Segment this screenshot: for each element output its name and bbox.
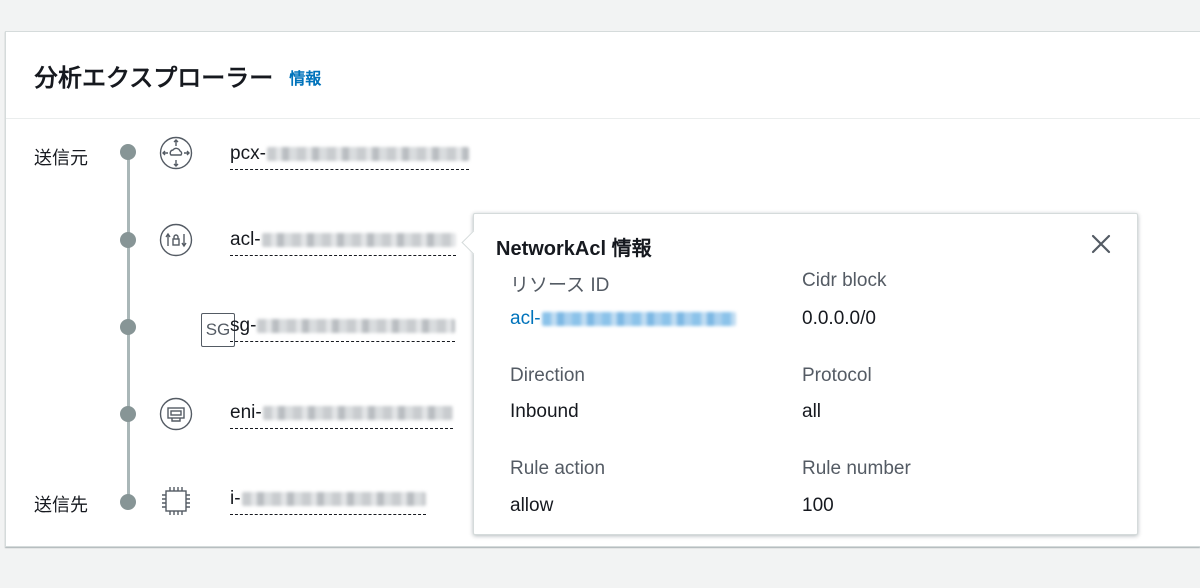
protocol-key: Protocol bbox=[802, 365, 872, 386]
path-node-dot bbox=[120, 319, 136, 335]
redacted-id bbox=[262, 406, 453, 420]
redacted-id bbox=[261, 233, 456, 247]
sg-badge: SG bbox=[205, 320, 231, 339]
panel-header: 分析エクスプローラー 情報 bbox=[6, 32, 1200, 119]
path-node-peering-connection[interactable]: pcx- bbox=[230, 143, 469, 170]
cidr-block-value: 0.0.0.0/0 bbox=[802, 308, 876, 329]
direction-key: Direction bbox=[510, 365, 585, 386]
rule-number-value: 100 bbox=[802, 495, 834, 516]
node-label-text: eni- bbox=[230, 402, 262, 423]
redacted-id bbox=[257, 319, 456, 333]
resource-id-value: acl- bbox=[510, 308, 541, 329]
security-group-icon: SG bbox=[201, 313, 235, 347]
close-button[interactable] bbox=[1089, 232, 1113, 256]
path-node-ec2-instance[interactable]: i- bbox=[230, 488, 426, 515]
redacted-id bbox=[241, 492, 426, 506]
node-label-text: sg- bbox=[230, 315, 257, 336]
path-node-network-acl[interactable]: acl- bbox=[230, 229, 456, 256]
redacted-id bbox=[266, 147, 469, 161]
ec2-instance-icon bbox=[159, 484, 193, 518]
protocol-value: all bbox=[802, 401, 822, 422]
resource-id-key: リソース ID bbox=[510, 275, 610, 296]
info-link[interactable]: 情報 bbox=[289, 71, 322, 88]
network-acl-popover: NetworkAcl 情報 リソース ID acl- Cidr block 0.… bbox=[461, 213, 1138, 535]
page-title: 分析エクスプローラー bbox=[34, 64, 274, 92]
path-node-dot bbox=[120, 406, 136, 422]
redacted-id bbox=[541, 312, 736, 326]
path-node-network-interface[interactable]: eni- bbox=[230, 402, 453, 429]
path-node-dot bbox=[120, 144, 136, 160]
network-interface-icon bbox=[159, 397, 193, 431]
cidr-block-key: Cidr block bbox=[802, 270, 887, 291]
rule-action-key: Rule action bbox=[510, 458, 606, 479]
source-label: 送信元 bbox=[34, 148, 88, 168]
close-icon bbox=[1091, 234, 1111, 254]
path-node-security-group[interactable]: sg- bbox=[230, 315, 456, 342]
destination-label: 送信先 bbox=[34, 495, 88, 515]
resource-id-link[interactable]: acl- bbox=[510, 308, 736, 330]
peering-connection-icon bbox=[159, 136, 193, 170]
rule-number-key: Rule number bbox=[802, 458, 911, 479]
network-acl-icon bbox=[159, 223, 193, 257]
node-label-text: pcx- bbox=[230, 143, 266, 164]
path-node-dot bbox=[120, 494, 136, 510]
rule-action-value: allow bbox=[510, 495, 554, 516]
node-label-text: i- bbox=[230, 488, 241, 509]
popover-title: NetworkAcl 情報 bbox=[496, 238, 652, 260]
node-label-text: acl- bbox=[230, 229, 261, 250]
direction-value: Inbound bbox=[510, 401, 579, 422]
path-node-dot bbox=[120, 232, 136, 248]
